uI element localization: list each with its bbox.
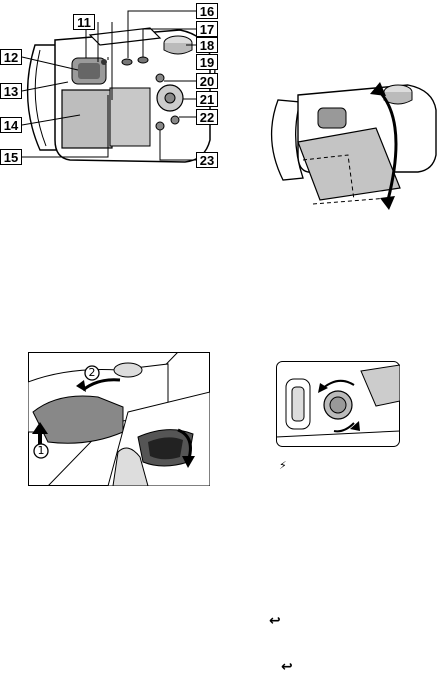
callout-16: 16	[196, 3, 218, 19]
callout-23: 23	[196, 152, 218, 168]
callout-13: 13	[0, 83, 22, 99]
diopter-dial-figure	[276, 361, 400, 447]
eyecup-figure	[28, 352, 210, 486]
callout-21: 21	[196, 91, 218, 107]
step-2-label: 2	[84, 365, 100, 381]
callout-22: 22	[196, 109, 218, 125]
callout-19: 19	[196, 54, 218, 70]
playback-icon: ↩	[281, 659, 293, 675]
step-1-label: 1	[33, 443, 49, 459]
callout-17: 17	[196, 21, 218, 37]
callout-12: 12	[0, 49, 22, 65]
flash-icon: ⚡	[279, 459, 287, 472]
callout-14: 14	[0, 117, 22, 133]
callout-11: 11	[73, 14, 95, 30]
tilt-monitor-figure	[258, 60, 437, 220]
callout-20: 20	[196, 73, 218, 89]
callout-18: 18	[196, 37, 218, 53]
playback-icon: ↩	[269, 613, 281, 629]
callout-15: 15	[0, 149, 22, 165]
